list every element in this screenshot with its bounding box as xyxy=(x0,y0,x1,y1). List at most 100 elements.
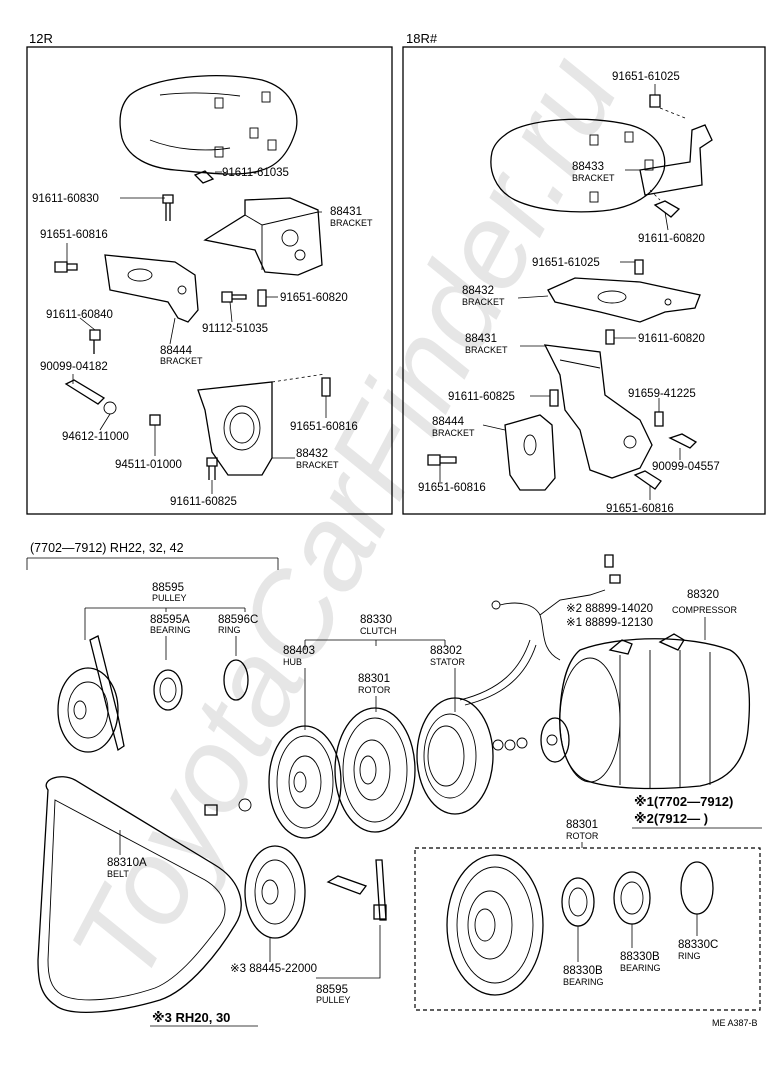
panel-title-18r: 18R# xyxy=(406,31,438,46)
bearing-88330b-2 xyxy=(613,871,651,925)
section-clutch-compressor: (7702—7912) RH22, 32, 42 88595 PULLEY 88… xyxy=(26,541,762,1028)
label-x2-88899-14020: ※2 88899-14020 xyxy=(566,603,653,615)
bracket-88444-18r xyxy=(504,414,556,491)
label-r-91651-60816: 91651-60816 xyxy=(418,482,486,494)
panel-title-12r: 12R xyxy=(29,31,53,46)
label-r-88433: 88433 xyxy=(572,161,604,173)
label-r-91651-61025-b: 91651-61025 xyxy=(532,257,600,269)
bracket-88432-18r xyxy=(547,277,701,323)
belt-88310a xyxy=(37,776,242,1013)
label-88302: 88302 xyxy=(430,645,462,657)
bearing-88595a xyxy=(153,669,183,711)
panel-frame-12r xyxy=(26,46,393,515)
label-r-88432: 88432 xyxy=(462,285,494,297)
label-88596C-name: RING xyxy=(218,625,241,635)
label-88595A: 88595A xyxy=(150,614,190,626)
label-90099-04182: 90099-04182 xyxy=(40,361,108,373)
panel-18r: 91651-61025 88433 BRACKET 91611-60820 91… xyxy=(418,71,720,515)
bracket-88432-12r xyxy=(197,381,273,476)
engine-block-outline xyxy=(119,75,298,175)
engine-block-outline-18r xyxy=(490,118,666,213)
idler-pulley xyxy=(57,667,119,753)
label-94511-01000: 94511-01000 xyxy=(115,459,182,471)
doc-code: ME A387-B xyxy=(712,1018,758,1028)
label-88596C: 88596C xyxy=(218,614,258,626)
label-88595: 88595 xyxy=(152,582,184,594)
label-x1-88899-12130: ※1 88899-12130 xyxy=(566,617,653,629)
label-88330B-1: 88330B xyxy=(563,965,603,977)
label-91611-60825: 91611-60825 xyxy=(170,496,237,508)
label-88595-b-name: PULLEY xyxy=(316,995,351,1005)
label-88330: 88330 xyxy=(360,614,392,626)
note-x3-rh: ※3 RH20, 30 xyxy=(152,1010,230,1025)
bracket-88444-12r xyxy=(104,254,199,323)
label-88330C: 88330C xyxy=(678,939,718,951)
ring-88330c xyxy=(680,861,714,915)
label-88310A: 88310A xyxy=(107,857,147,869)
label-r-90099-04557: 90099-04557 xyxy=(652,461,720,473)
label-88444: 88444 xyxy=(160,345,193,357)
label-88431: 88431 xyxy=(330,206,362,218)
label-88330B-2-name: BEARING xyxy=(620,963,661,973)
label-88403: 88403 xyxy=(283,645,315,657)
label-88320: 88320 xyxy=(687,589,719,601)
label-91611-60840: 91611-60840 xyxy=(46,309,113,321)
compressor-88320 xyxy=(540,633,751,790)
label-88595-b: 88595 xyxy=(316,984,348,996)
label-r-88444-name: BRACKET xyxy=(432,428,475,438)
label-r-88432-name: BRACKET xyxy=(462,297,505,307)
label-r-88431: 88431 xyxy=(465,333,497,345)
rotor-88301-detail xyxy=(446,854,544,996)
label-91112-51035: 91112-51035 xyxy=(202,323,268,335)
label-88301: 88301 xyxy=(358,673,390,685)
bearing-88330b-1 xyxy=(561,877,595,927)
label-88301-b-name: ROTOR xyxy=(566,831,599,841)
label-94612-11000: 94612-11000 xyxy=(62,431,129,443)
label-91651-60820: 91651-60820 xyxy=(280,292,348,304)
label-r-88444: 88444 xyxy=(432,416,465,428)
label-x3-88445-22000: ※3 88445-22000 xyxy=(230,963,317,975)
label-r-91651-61025: 91651-61025 xyxy=(612,71,680,83)
label-r-88433-name: BRACKET xyxy=(572,173,615,183)
range-label: (7702—7912) RH22, 32, 42 xyxy=(30,541,184,555)
label-r-91611-60820: 91611-60820 xyxy=(638,233,705,245)
label-r-88431-name: BRACKET xyxy=(465,345,508,355)
label-91611-61035: 91611-61035 xyxy=(222,167,289,179)
label-91651-60816: 91651-60816 xyxy=(40,229,108,241)
bracket-88431-12r xyxy=(203,197,323,276)
label-88595A-name: BEARING xyxy=(150,625,191,635)
label-88403-name: HUB xyxy=(283,657,302,667)
panel-12r: 91611-61035 91611-60830 88431 BRACKET 91… xyxy=(32,75,373,508)
bracket-88431-18r xyxy=(543,344,653,479)
label-r-91611-60825: 91611-60825 xyxy=(448,391,515,403)
label-88301-name: ROTOR xyxy=(358,685,391,695)
label-88330C-name: RING xyxy=(678,951,701,961)
label-88330B-1-name: BEARING xyxy=(563,977,604,987)
label-88595-name: PULLEY xyxy=(152,593,187,603)
label-91611-60830: 91611-60830 xyxy=(32,193,99,205)
label-88320-name: COMPRESSOR xyxy=(672,605,738,615)
note-x2-range: ※2(7912— ) xyxy=(634,811,708,826)
label-r-91659-41225: 91659-41225 xyxy=(628,388,696,400)
label-88330B-2: 88330B xyxy=(620,951,660,963)
stator-88302 xyxy=(416,697,494,815)
hub-88403 xyxy=(268,725,342,839)
label-88432: 88432 xyxy=(296,448,328,460)
label-88302-name: STATOR xyxy=(430,657,466,667)
rotor-detail-frame xyxy=(414,847,761,1011)
label-88444-name: BRACKET xyxy=(160,356,203,366)
panel-frame-18r xyxy=(402,46,766,515)
label-91651-60816-b: 91651-60816 xyxy=(290,421,358,433)
label-r-91651-60816-b: 91651-60816 xyxy=(606,503,674,515)
label-88330-name: CLUTCH xyxy=(360,626,397,636)
label-88431-name: BRACKET xyxy=(330,218,373,228)
label-88432-name: BRACKET xyxy=(296,460,339,470)
ring-88596c xyxy=(223,659,249,701)
bracket-88433-18r xyxy=(639,124,713,196)
label-88301-b: 88301 xyxy=(566,819,598,831)
label-88310A-name: BELT xyxy=(107,869,129,879)
label-r-91611-60820-b: 91611-60820 xyxy=(638,333,705,345)
pulley-88595-rh20 xyxy=(244,845,306,939)
rotor-88301 xyxy=(334,707,416,833)
